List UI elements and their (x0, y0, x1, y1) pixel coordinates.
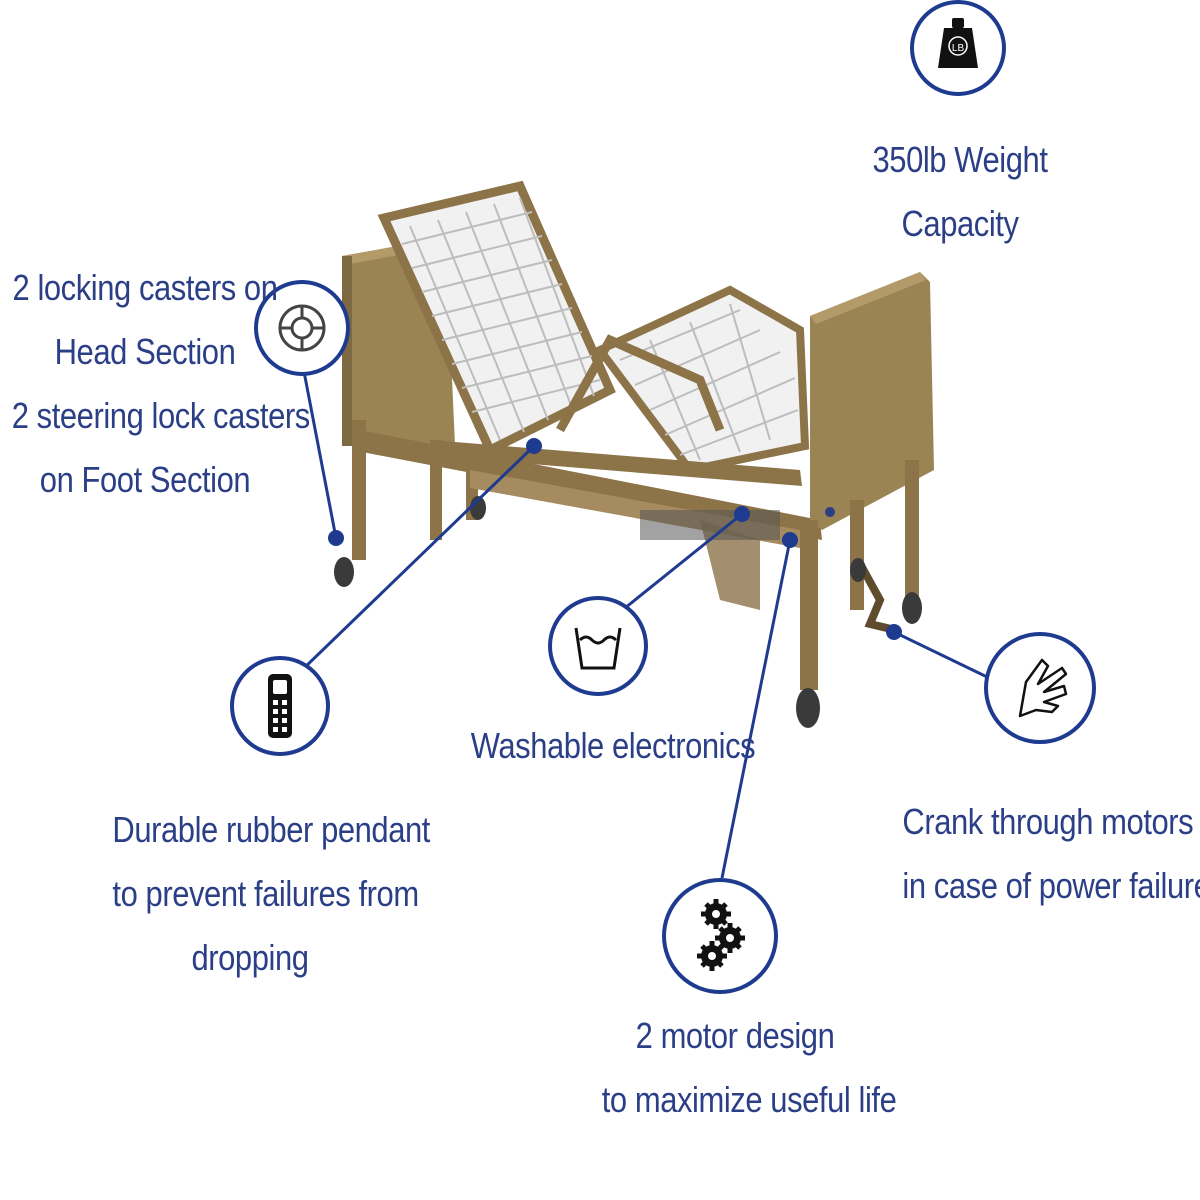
casters (334, 496, 922, 728)
crank-label: Crank through motors in case of power fa… (902, 790, 1200, 918)
motors-callout-line (720, 539, 792, 879)
motor-label: 2 motor design to maximize useful life (601, 1004, 897, 1132)
casters-label: 2 locking casters on Head Section 2 stee… (11, 256, 311, 512)
washable-line-1: Washable electronics (470, 725, 756, 766)
weight-icon-label: LB (952, 43, 965, 54)
casters-line-4: on Foot Section (39, 459, 251, 500)
casters-line-2: Head Section (54, 331, 236, 372)
casters-line-1: 2 locking casters on (12, 267, 278, 308)
caster-wheel-icon (254, 280, 350, 376)
bed-side-rail (360, 430, 822, 610)
washable-label: Washable electronics (470, 714, 756, 778)
pendant-line-1: Durable rubber pendant (112, 809, 430, 850)
weight-capacity-label: 350lb Weight Capacity (857, 128, 1063, 256)
pendant-line-2: to prevent failures from (112, 873, 419, 914)
foot-board (810, 272, 934, 530)
callout-dots (328, 438, 902, 640)
weight-capacity-line-2: Capacity (901, 203, 1019, 244)
washable-callout-line (619, 512, 743, 614)
crank-line-1: Crank through motors (902, 801, 1194, 842)
head-spring-section (377, 180, 616, 457)
pendant-callout-line (300, 444, 536, 672)
foot-spring-section (556, 285, 810, 475)
motor-line-2: to maximize useful life (601, 1079, 897, 1120)
casters-callout-line (299, 355, 338, 539)
motor-line-1: 2 motor design (635, 1015, 835, 1056)
hand-crank-icon (984, 632, 1096, 744)
crank-line-2: in case of power failure (902, 865, 1200, 906)
remote-pendant-icon (230, 656, 330, 756)
foot-legs (800, 460, 919, 690)
pendant-label: Durable rubber pendant to prevent failur… (112, 798, 430, 990)
casters-line-3: 2 steering lock casters (11, 395, 311, 436)
gears-icon (662, 878, 778, 994)
hospital-bed-illustration (334, 180, 934, 728)
weight-capacity-line-1: 350lb Weight (872, 139, 1048, 180)
wash-basin-icon (548, 596, 648, 696)
pendant-line-3: dropping (191, 937, 309, 978)
weight-lb-icon: LB (910, 0, 1006, 96)
